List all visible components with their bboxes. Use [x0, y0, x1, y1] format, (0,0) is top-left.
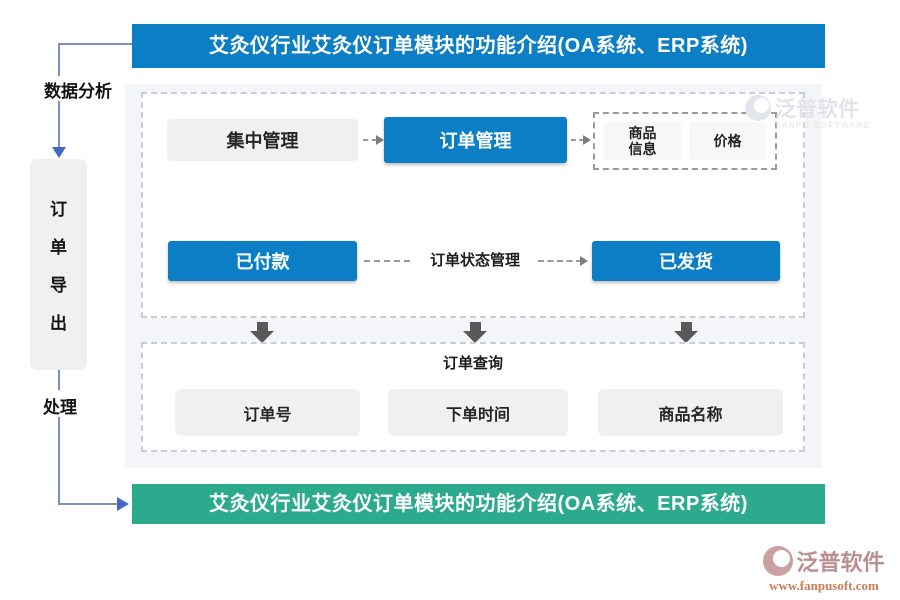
order-status-label: 订单状态管理	[429, 252, 520, 269]
fanpu-logo-icon	[745, 95, 771, 121]
logo-name: 泛普软件	[796, 550, 885, 575]
paid-box: 已付款	[168, 241, 357, 281]
block-down-arrow-icon	[674, 322, 698, 343]
product-info-box: 商品 信息	[604, 122, 681, 160]
left-flow-line-seg3	[58, 370, 60, 390]
export-char: 出	[50, 314, 67, 333]
left-flow-line-seg2	[58, 101, 60, 147]
central-management-box: 集中管理	[167, 119, 358, 161]
block-down-arrow-icon	[250, 322, 274, 343]
order-query-title: 订单查询	[442, 355, 503, 372]
export-char: 单	[50, 238, 67, 257]
left-flow-label-data-analysis: 数据分析	[44, 82, 112, 101]
product-info-line: 信息	[628, 141, 657, 157]
logo-url: www.fanpusoft.com	[769, 578, 879, 593]
arrow-head-icon	[376, 135, 389, 145]
top-title-banner: 艾灸仪行业艾灸仪订单模块的功能介绍(OA系统、ERP系统)	[132, 24, 825, 68]
product-name-box: 商品名称	[598, 389, 783, 436]
price-box: 价格	[689, 122, 766, 160]
fanpu-logo: 泛普软件 www.fanpusoft.com	[750, 545, 898, 594]
watermark-subtitle: FANPU SOFTWARE	[776, 121, 871, 130]
arrow-down-icon	[52, 147, 66, 158]
export-char: 订	[50, 200, 67, 219]
dashed-connector	[364, 260, 410, 262]
shipped-box: 已发货	[592, 241, 780, 281]
dashed-connector	[538, 260, 582, 262]
left-flow-line-bottom	[58, 503, 118, 505]
watermark-name: 泛普软件	[775, 98, 859, 121]
left-flow-label-process: 处理	[43, 398, 77, 417]
arrow-head-icon	[580, 256, 593, 266]
left-flow-line-top	[58, 43, 132, 45]
bottom-title-banner: 艾灸仪行业艾灸仪订单模块的功能介绍(OA系统、ERP系统)	[132, 484, 825, 524]
dashed-connector	[363, 139, 377, 141]
fanpu-logo-icon	[763, 546, 794, 576]
left-flow-line-seg1	[58, 43, 60, 76]
watermark: 泛普软件 FANPU SOFTWARE	[745, 93, 885, 130]
arrow-right-icon	[117, 497, 129, 511]
product-info-group: 商品 信息 价格	[593, 112, 777, 170]
product-info-line: 商品	[628, 124, 657, 141]
arrow-head-icon	[583, 135, 596, 145]
export-char: 导	[50, 276, 67, 295]
order-time-box: 下单时间	[388, 389, 568, 436]
dashed-connector	[571, 139, 584, 141]
left-flow-line-seg4	[58, 417, 60, 504]
order-number-box: 订单号	[175, 389, 360, 436]
order-management-box: 订单管理	[384, 117, 567, 163]
order-export-box: 订 单 导 出	[30, 159, 87, 370]
block-down-arrow-icon	[463, 322, 487, 343]
